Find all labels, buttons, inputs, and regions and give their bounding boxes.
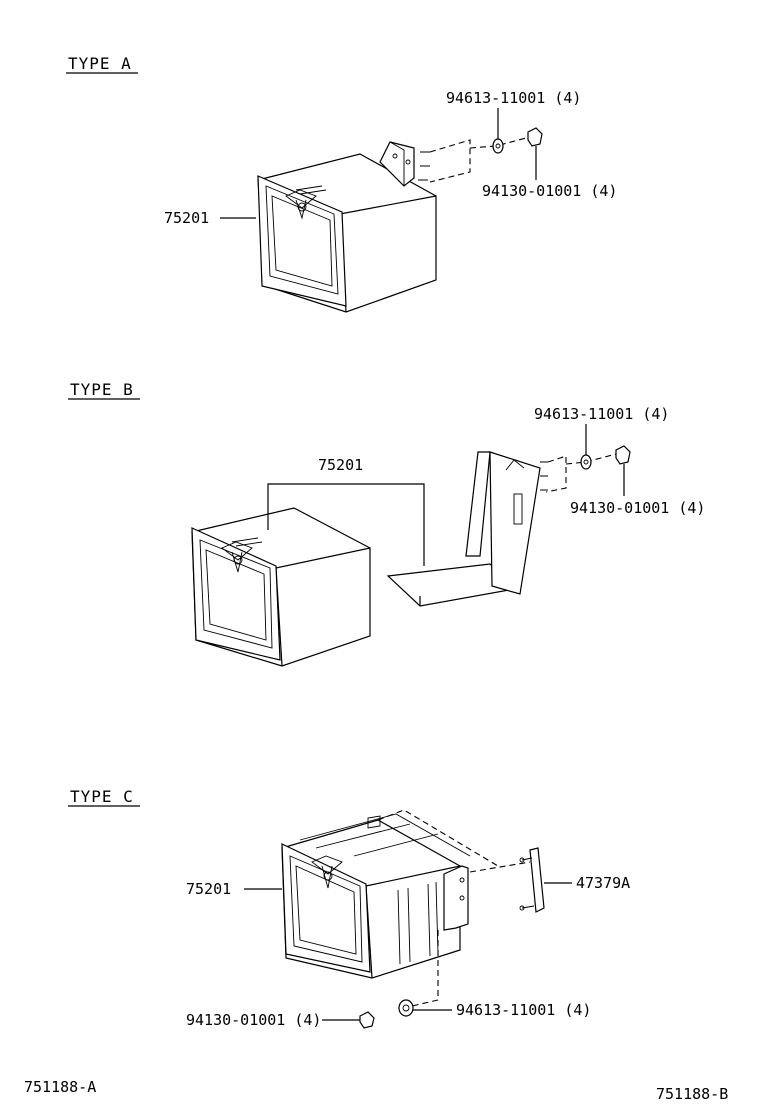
- type-a-washer: [492, 138, 504, 154]
- type-a-washer-hole: [495, 143, 501, 149]
- type-b-section: TYPE B: [68, 380, 705, 667]
- type-a-section: TYPE A: [66, 54, 617, 313]
- footer-left-code: 751188-A: [24, 1078, 96, 1096]
- type-c-section: TYPE C: [68, 787, 630, 1029]
- type-b-box-leader: [267, 483, 425, 566]
- type-b-mount-bracket: [386, 451, 548, 607]
- type-a-nut: [527, 127, 543, 147]
- type-c-title: TYPE C: [70, 787, 134, 806]
- type-b-title: TYPE B: [70, 380, 134, 399]
- type-c-projection-lines: [377, 809, 531, 873]
- type-a-nut-label: 94130-01001 (4): [482, 182, 617, 200]
- type-b-washer: [580, 454, 592, 470]
- type-b-projection-lines: [545, 455, 567, 493]
- footer-right-code: 751188-B: [656, 1085, 728, 1103]
- type-a-box-label: 75201: [164, 209, 209, 227]
- type-c-bracket-47379A: [519, 847, 545, 913]
- type-a-box-75201: [257, 153, 437, 313]
- type-a-washer-label: 94613-11001 (4): [446, 89, 581, 107]
- type-a-bracket: [379, 141, 430, 187]
- type-b-washer-label: 94613-11001 (4): [534, 405, 669, 423]
- type-c-bolt-axis: [411, 930, 439, 1007]
- type-a-projection-lines: [429, 139, 471, 183]
- type-a-title: TYPE A: [68, 54, 132, 73]
- type-b-box-75201: [191, 507, 371, 667]
- type-c-washer: [398, 999, 414, 1017]
- type-c-washer-label: 94613-11001 (4): [456, 1001, 591, 1019]
- type-b-washer-hole: [583, 459, 589, 465]
- type-c-nut-label: 94130-01001 (4): [186, 1011, 321, 1029]
- type-c-box-75201: [281, 813, 471, 979]
- type-b-nut: [615, 445, 631, 465]
- type-b-box-label: 75201: [318, 456, 363, 474]
- type-c-washer-hole: [402, 1004, 410, 1012]
- type-c-bracket-label: 47379A: [576, 874, 630, 892]
- type-b-nut-label: 94130-01001 (4): [570, 499, 705, 517]
- type-c-nut: [359, 1011, 375, 1029]
- type-c-box-label: 75201: [186, 880, 231, 898]
